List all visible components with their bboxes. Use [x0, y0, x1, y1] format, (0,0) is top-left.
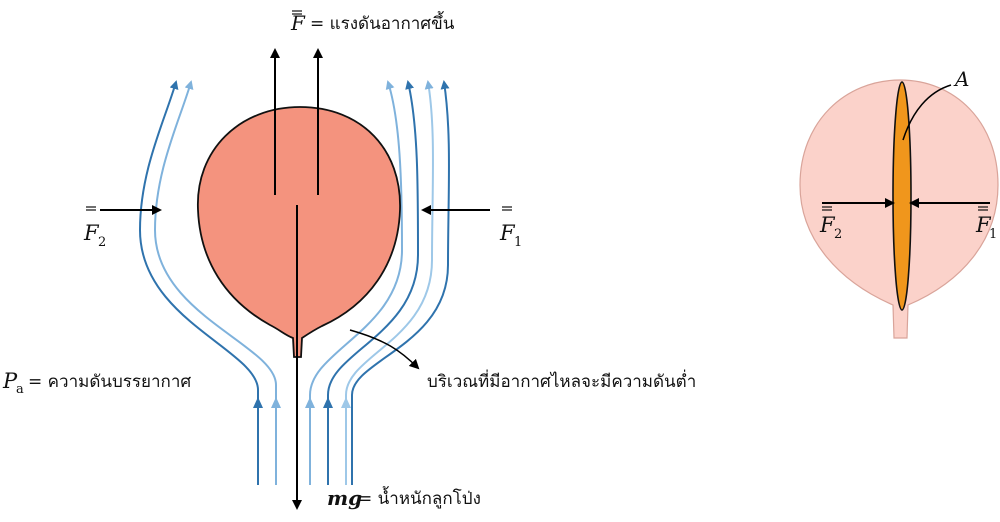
- pa-symbol: P: [2, 369, 18, 393]
- streamline: [153, 80, 277, 485]
- streamline: [351, 80, 450, 485]
- streamlines-left: [138, 80, 277, 485]
- right-f1-symbol: F: [975, 213, 992, 237]
- inflow-arrowhead: [323, 397, 333, 408]
- f1-symbol: F: [499, 221, 516, 245]
- streamline: [327, 80, 420, 485]
- area-label: A: [953, 67, 969, 91]
- weight-text: = น้ำหนักลูกโป่ง: [358, 486, 481, 509]
- inflow-arrowhead: [305, 397, 315, 408]
- f2-subscript: 2: [98, 235, 106, 250]
- inflow-arrowhead: [271, 397, 281, 408]
- right-f2-symbol: F: [819, 213, 836, 237]
- low-pressure-label: บริเวณที่มีอากาศไหลจะมีความดันต่ำ: [427, 369, 696, 392]
- streamline: [138, 80, 259, 485]
- pa-subscript: a: [16, 382, 24, 397]
- right-figure: A F 2 F 1: [799, 67, 999, 339]
- balloon: [197, 106, 401, 358]
- inflow-arrowhead: [253, 397, 263, 408]
- f2-label: F 2: [83, 206, 106, 250]
- streamline: [309, 80, 404, 485]
- inflow-arrows: [253, 397, 351, 408]
- inflow-arrowhead: [341, 397, 351, 408]
- area-disk: [892, 81, 912, 311]
- right-f1-label: F 1: [975, 206, 997, 242]
- right-f2-subscript: 2: [834, 227, 842, 242]
- pa-label: P a = ความดันบรรยากาศ: [2, 369, 191, 397]
- low-pressure-pointer: [349, 329, 420, 370]
- left-figure: F = แรงดันอากาศขึ้น F 2 F 1 P a = ความดั…: [2, 10, 696, 510]
- f2-symbol: F: [83, 221, 100, 245]
- f1-label: F 1: [499, 206, 522, 250]
- f1-subscript: 1: [514, 235, 522, 250]
- lift-text: = แรงดันอากาศขึ้น: [310, 11, 455, 34]
- right-f2-label: F 2: [819, 206, 842, 242]
- lift-symbol: F: [290, 11, 306, 35]
- weight-label: mg = น้ำหนักลูกโป่ง: [327, 486, 481, 510]
- lift-label: F = แรงดันอากาศขึ้น: [290, 10, 455, 35]
- streamline: [345, 80, 434, 485]
- pa-text: = ความดันบรรยากาศ: [28, 372, 191, 392]
- streamlines-right: [309, 80, 450, 485]
- weight-symbol: mg: [327, 486, 362, 510]
- area-pointer: [902, 84, 952, 141]
- right-f1-subscript: 1: [989, 227, 997, 242]
